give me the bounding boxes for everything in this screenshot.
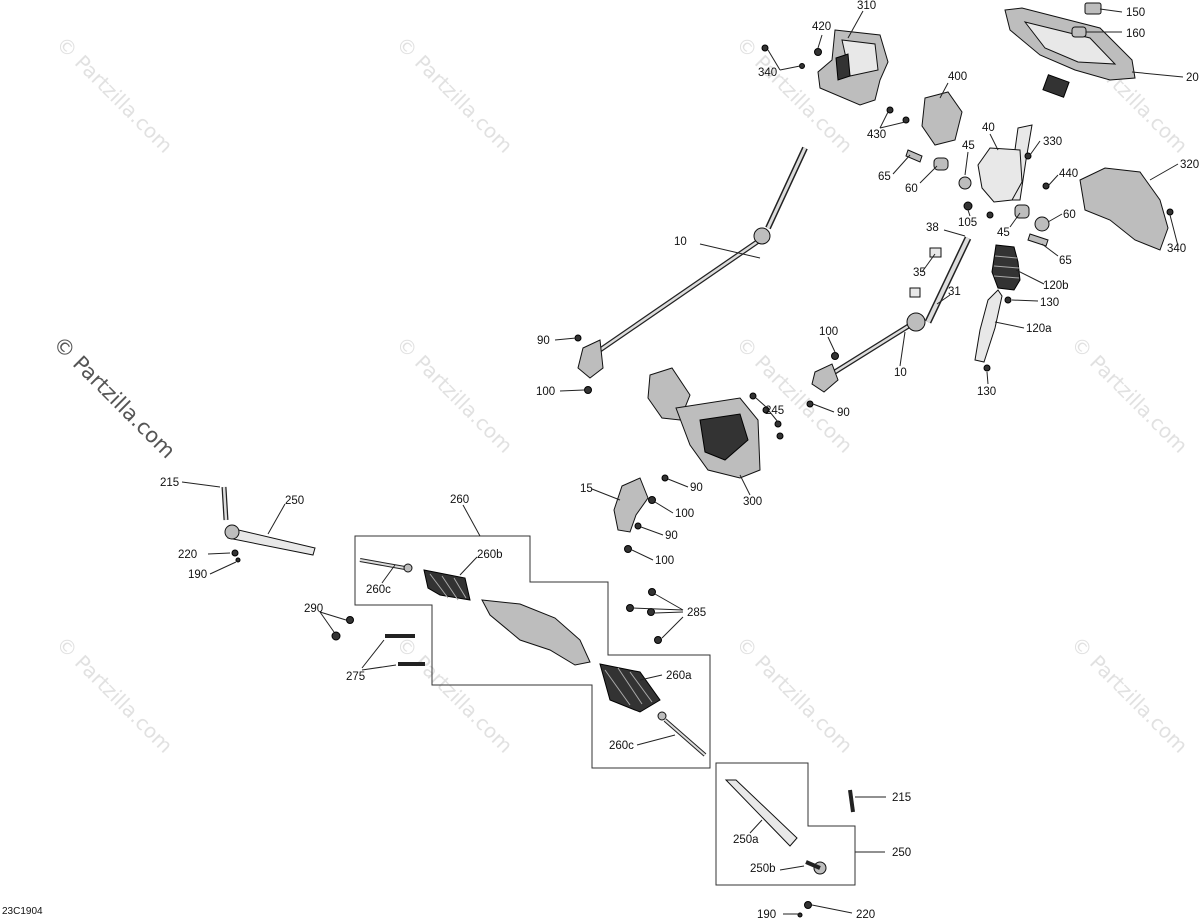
callout-label: 190 <box>757 909 776 921</box>
fasteners-top <box>761 44 1174 247</box>
watermark: © Partzilla.com <box>391 632 517 758</box>
callout-label: 120a <box>1026 323 1052 335</box>
callout-label: 275 <box>346 671 365 683</box>
steering-column-38 <box>909 236 972 324</box>
callout-label: 10 <box>674 236 687 248</box>
watermark: © Partzilla.com <box>391 332 517 458</box>
callout-label: 130 <box>1040 297 1059 309</box>
callout-label: 420 <box>812 21 831 33</box>
callout-label: 310 <box>857 0 876 12</box>
callout-label: 260c <box>366 584 391 596</box>
callout-label: 260b <box>477 549 503 561</box>
callout-label: 120b <box>1043 280 1069 292</box>
callout-labels: 150 160 20 310 420 340 400 430 40 330 45… <box>160 0 1199 921</box>
callout-label: 215 <box>160 477 179 489</box>
column-cover-320 <box>1079 167 1169 251</box>
callout-label: 250 <box>892 847 911 859</box>
callout-label: 10 <box>894 367 907 379</box>
callout-label: 260a <box>666 670 692 682</box>
callout-label: 285 <box>687 607 706 619</box>
watermark: © Partzilla.com <box>1066 632 1192 758</box>
callout-label: 330 <box>1043 136 1062 148</box>
cap-part <box>1071 26 1087 38</box>
callout-label: 250 <box>285 495 304 507</box>
steering-wheel <box>1004 7 1136 98</box>
tie-rod-kit-250 <box>724 779 855 918</box>
callout-label: 260c <box>609 740 634 752</box>
callout-label: 45 <box>997 227 1010 239</box>
callout-label: 250b <box>750 863 776 875</box>
callout-label: 215 <box>892 792 911 804</box>
callout-label: 100 <box>819 326 838 338</box>
callout-label: 35 <box>913 267 926 279</box>
callout-label: 90 <box>837 407 850 419</box>
watermark: © Partzilla.com <box>1066 332 1192 458</box>
emblem-part <box>1084 2 1102 15</box>
column-cover-310 <box>817 29 889 106</box>
callout-label: 250a <box>733 834 759 846</box>
bracket-40 <box>977 124 1033 203</box>
callout-label: 100 <box>536 386 555 398</box>
callout-label: 60 <box>905 183 918 195</box>
watermark: © Partzilla.com <box>391 32 517 158</box>
callout-label: 15 <box>580 483 593 495</box>
group-250-outline <box>715 762 856 886</box>
callout-label: 105 <box>958 217 977 229</box>
callout-label: 60 <box>1063 209 1076 221</box>
callout-label: 400 <box>948 71 967 83</box>
callout-label: 220 <box>178 549 197 561</box>
rack-kit-260 <box>359 558 707 757</box>
callout-label: 430 <box>867 129 886 141</box>
callout-label: 90 <box>537 335 550 347</box>
callout-label: 220 <box>856 909 875 921</box>
callout-label: 340 <box>758 67 777 79</box>
power-steering-unit-300 <box>647 367 784 479</box>
callout-label: 100 <box>655 555 674 567</box>
watermark: © Partzilla.com <box>731 632 857 758</box>
main-watermark: © Partzilla.com <box>48 332 180 464</box>
callout-label: 150 <box>1126 7 1145 19</box>
u-joint-15 <box>613 474 669 553</box>
callout-label: 45 <box>962 140 975 152</box>
leader-lines <box>181 8 1184 915</box>
tie-rod-250 <box>221 486 316 563</box>
bracket-400 <box>921 91 963 146</box>
callout-label: 245 <box>765 405 784 417</box>
callout-label: 38 <box>926 222 939 234</box>
callout-label: 340 <box>1167 243 1186 255</box>
shaft-120a <box>974 289 1012 372</box>
callout-label: 100 <box>675 508 694 520</box>
callout-label: 290 <box>304 603 323 615</box>
callout-label: 90 <box>665 530 678 542</box>
watermark: © Partzilla.com <box>51 632 177 758</box>
callout-label: 130 <box>977 386 996 398</box>
callout-label: 31 <box>948 286 961 298</box>
callout-label: 40 <box>982 122 995 134</box>
callout-label: 160 <box>1126 28 1145 40</box>
callout-label: 300 <box>743 496 762 508</box>
boot-120b <box>991 244 1021 291</box>
callout-label: 190 <box>188 569 207 581</box>
callout-label: 90 <box>690 482 703 494</box>
callout-label: 20 <box>1186 72 1199 84</box>
group-260-outline <box>354 535 711 769</box>
callout-label: 65 <box>1059 255 1072 267</box>
watermark: © Partzilla.com <box>51 32 177 158</box>
callout-label: 65 <box>878 171 891 183</box>
fasteners-lower <box>331 588 662 666</box>
callout-label: 260 <box>450 494 469 506</box>
callout-label: 320 <box>1180 159 1199 171</box>
steering-shaft-10b <box>806 312 926 408</box>
callout-label: 440 <box>1059 168 1078 180</box>
drawing-code: 23C1904 <box>2 906 43 917</box>
steering-shaft-10a <box>574 146 808 394</box>
